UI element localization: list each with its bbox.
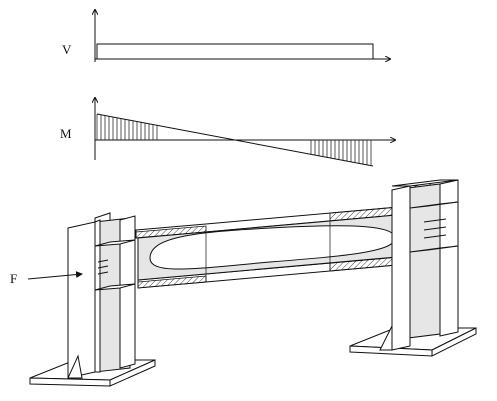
moment-left-hatch xyxy=(96,114,158,140)
force-arrow-line xyxy=(27,271,83,280)
right-column xyxy=(379,179,459,351)
beam-assembly: F xyxy=(10,179,477,387)
shear-label: V xyxy=(62,42,72,57)
moment-right-hatch xyxy=(310,140,372,165)
horizontal-beam xyxy=(135,205,411,289)
left-column xyxy=(67,212,136,379)
shear-diagram: V xyxy=(62,10,390,62)
moment-diagram: M xyxy=(60,98,395,167)
force-arrow: F xyxy=(10,271,83,286)
moment-label: M xyxy=(60,126,72,141)
moment-line xyxy=(96,113,374,167)
force-label: F xyxy=(10,271,17,286)
shear-block xyxy=(96,43,374,60)
